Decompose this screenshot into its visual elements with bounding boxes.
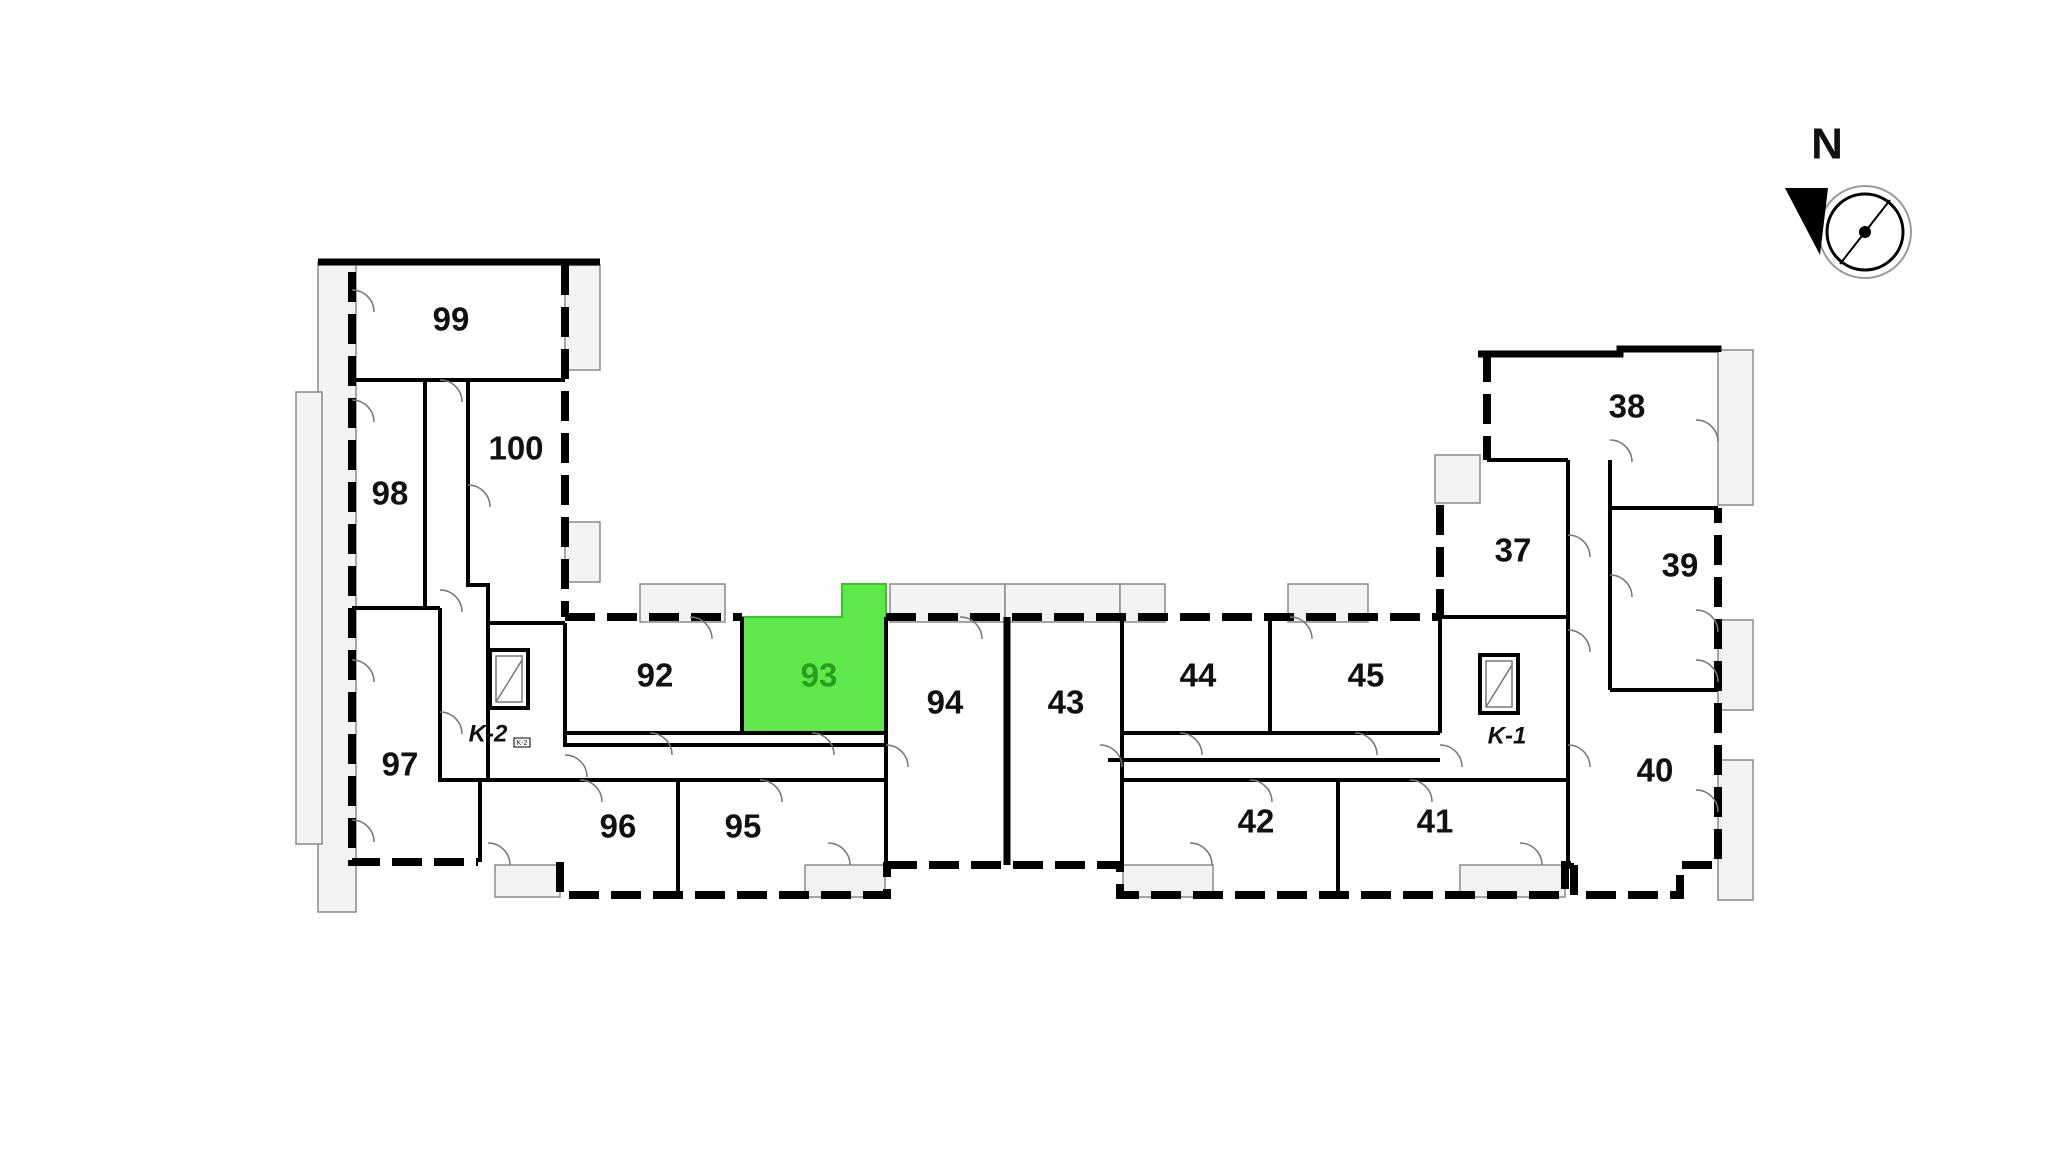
unit-94[interactable] — [888, 619, 1005, 863]
unit-96[interactable] — [484, 782, 676, 862]
unit-38[interactable] — [1489, 356, 1716, 458]
unit-label-39: 39 — [1662, 547, 1699, 584]
unit-label-96: 96 — [600, 808, 637, 845]
unit-label-98: 98 — [372, 475, 409, 512]
unit-label-37: 37 — [1495, 532, 1532, 569]
solid-walls — [318, 258, 1722, 865]
unit-43[interactable] — [1009, 619, 1120, 863]
unit-label-93: 93 — [801, 657, 838, 694]
unit-95[interactable] — [680, 782, 884, 862]
balcony-99 — [564, 264, 601, 371]
unit-label-43: 43 — [1048, 684, 1085, 721]
unit-label-100: 100 — [488, 430, 543, 467]
unit-label-44: 44 — [1180, 657, 1217, 694]
unit-label-97: 97 — [382, 746, 419, 783]
unit-42[interactable] — [1124, 782, 1336, 862]
stair-k1-box — [1478, 653, 1520, 715]
stairwell-label-k1: K-1 — [1488, 722, 1527, 749]
unit-label-42: 42 — [1238, 803, 1275, 840]
balcony-39 — [1717, 619, 1754, 711]
balcony-west-outer — [295, 391, 323, 845]
doors — [351, 289, 1719, 866]
stairwell-label-k2: K-2 — [469, 720, 508, 747]
unit-39[interactable] — [1612, 510, 1716, 688]
unit-label-38: 38 — [1609, 388, 1646, 425]
north-arrow-icon — [1785, 188, 1828, 255]
unit-label-94: 94 — [927, 684, 964, 721]
balcony-37 — [1434, 454, 1481, 504]
unit-97[interactable] — [356, 610, 438, 860]
unit-label-45: 45 — [1348, 657, 1385, 694]
unit-label-92: 92 — [637, 657, 674, 694]
stairwell-tag-k2: K-2 — [517, 740, 528, 747]
unit-100[interactable] — [470, 382, 562, 582]
stair-k2-box — [488, 648, 530, 710]
compass-inner-ring — [1825, 192, 1905, 272]
unit-label-95: 95 — [725, 808, 762, 845]
balcony-96 — [494, 864, 561, 898]
compass: N — [1785, 120, 1912, 279]
unit-label-41: 41 — [1417, 803, 1454, 840]
stairwell-tag-box — [513, 737, 531, 748]
balcony-38 — [1717, 349, 1754, 506]
interior-walls — [352, 378, 1718, 895]
unit-labels: 99 98 100 97 96 95 92 93 94 43 44 45 42 … — [372, 301, 1699, 845]
balcony-100 — [564, 521, 601, 583]
balcony-40 — [1717, 759, 1754, 901]
north-label: N — [1811, 120, 1843, 169]
unit-label-40: 40 — [1637, 752, 1674, 789]
unit-label-99: 99 — [433, 301, 470, 338]
